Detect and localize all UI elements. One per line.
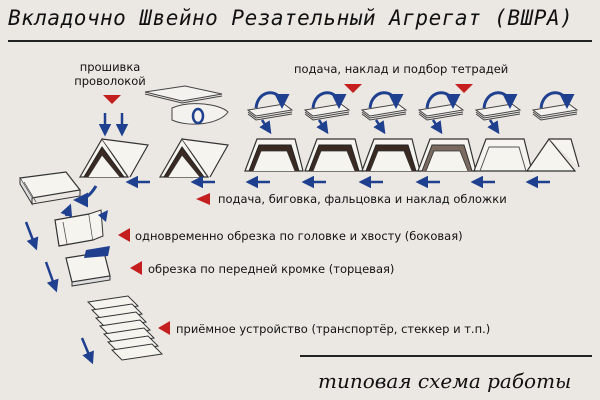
red-marker-icon: [103, 95, 121, 104]
blue-arrow-icon: [191, 107, 205, 125]
curved-feed-arrow-icon: [368, 91, 404, 109]
trim-knife-icon: [84, 246, 110, 258]
diagram-title: Вкладочно Швейно Резательный Агрегат (ВШ…: [8, 6, 574, 30]
saddle-signature: [304, 138, 364, 172]
curved-feed-arrow-icon: [482, 91, 518, 109]
label-stitching: прошивка проволокой: [74, 60, 146, 88]
blue-arrow-icon: [73, 185, 98, 208]
footer-rule: [300, 355, 592, 357]
saddle-signature: [417, 138, 477, 172]
booklet-stack-icon: [54, 209, 104, 247]
blue-arrow-icon: [24, 221, 39, 251]
delivery-stack: [86, 295, 164, 361]
blue-arrow-icon: [80, 337, 94, 365]
feeder-unit: [303, 91, 351, 135]
curved-feed-arrow-icon: [254, 91, 290, 109]
cover-feeder: [144, 85, 229, 125]
label-delivery: приёмное устройство (транспортёр, стекке…: [176, 322, 491, 336]
blue-arrow-icon: [44, 261, 59, 293]
blue-arrow-icon: [60, 203, 73, 218]
diagram-footer: типовая схема работы: [318, 369, 572, 393]
saddle-signature: [78, 137, 149, 178]
red-marker-icon: [158, 321, 170, 335]
red-marker-icon: [130, 261, 142, 275]
label-cover: подача, биговка, фальцовка и наклад обло…: [218, 192, 507, 206]
title-underline: [8, 40, 592, 42]
red-marker-icon: [196, 193, 210, 205]
saddle-signature: [158, 137, 229, 178]
saddle-signature: [244, 138, 304, 172]
curved-feed-arrow-icon: [311, 91, 347, 109]
feeder-unit: [417, 91, 465, 135]
curved-feed-arrow-icon: [425, 91, 461, 109]
feeder-unit: [474, 91, 522, 135]
feeder-unit: [531, 91, 579, 121]
label-trim-sides: одновременно обрезка по головке и хвосту…: [135, 229, 463, 243]
saddle-signature: [473, 138, 533, 172]
saddle-signature: [361, 138, 421, 172]
feeder-unit: [246, 91, 294, 135]
red-marker-icon: [455, 84, 473, 93]
saddle-signature: [525, 137, 580, 172]
red-marker-icon: [118, 228, 130, 242]
label-feeding: подача, наклад и подбор тетрадей: [294, 62, 509, 76]
feeder-unit: [360, 91, 408, 135]
red-marker-icon: [344, 84, 362, 93]
curved-feed-arrow-icon: [539, 91, 575, 109]
trim-knife-icon: [98, 210, 108, 222]
label-trim-front: обрезка по передней кромке (торцевая): [148, 262, 395, 276]
booklet-stack-icon: [19, 171, 82, 206]
